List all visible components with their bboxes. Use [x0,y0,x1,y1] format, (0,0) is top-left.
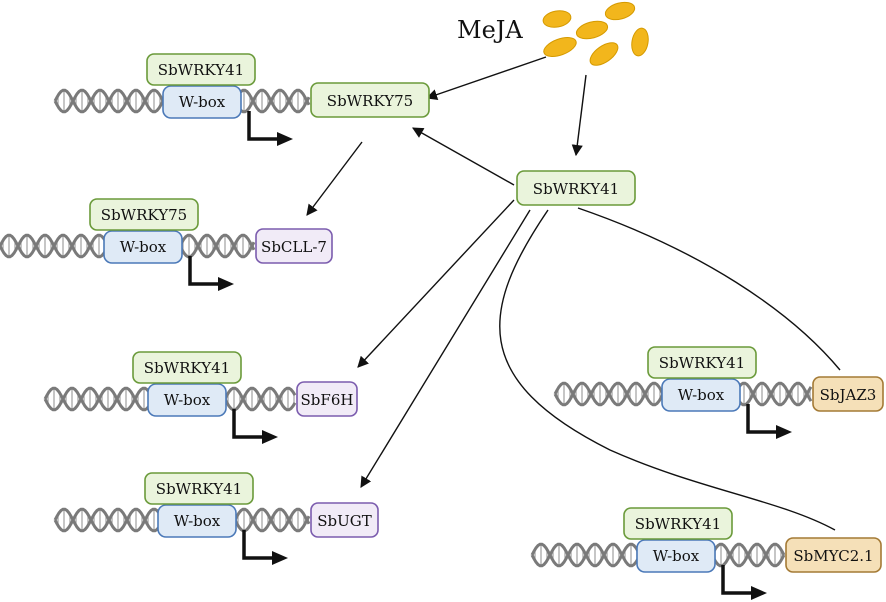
w-box-label: W-box [653,547,700,565]
target-gene-label: SbJAZ3 [820,386,877,404]
transcription-start-arrow-icon [721,565,753,595]
w-box-element [162,85,242,119]
transcription-factor-label: SbWRKY75 [101,206,187,224]
target-gene-label: SbF6H [301,391,354,409]
target-gene-label: SbMYC2.1 [793,547,873,565]
transcription-factor-box [647,346,757,379]
transcription-start-arrowhead-icon [751,586,767,600]
w-box-element [661,378,741,412]
sbwrky41-node-label: SbWRKY41 [533,180,619,198]
meja-to-wrky75-arrow [425,56,547,101]
transcription-factor-box [146,53,256,86]
target-gene-box [785,537,882,573]
target-gene-label: SbCLL-7 [261,238,327,256]
transcription-factor-label: SbWRKY41 [144,359,230,377]
promoter-cassettes: W-boxSbWRKY41W-boxSbWRKY75SbCLL-7W-boxSb… [0,53,884,600]
wrky41-to-ugt-arrow [360,209,531,488]
wrky41-jaz3-interaction-line [577,207,841,371]
transcription-start-arrowhead-icon [272,551,288,565]
w-box-element [157,504,237,538]
target-gene-label: SbUGT [317,512,372,530]
transcription-factor-label: SbWRKY41 [659,354,745,372]
wrky75-to-cll7-arrow [306,141,363,216]
meja-granules-icon [542,1,649,66]
w-box-element [147,383,227,417]
w-box-label: W-box [120,238,167,256]
w-box-element [636,539,716,573]
transcription-factor-label: SbWRKY41 [158,61,244,79]
meja-to-wrky41-arrow [571,74,587,157]
wrky41-to-wrky75-arrow [412,127,515,186]
transcription-start-arrowhead-icon [218,277,234,291]
w-box-label: W-box [678,386,725,404]
transcription-start-arrow-icon [746,404,778,434]
promoter-cassette: W-box SbWRKY41 [53,53,311,146]
target-gene-box [255,228,333,264]
transcription-start-arrow-icon [242,530,274,560]
w-box-label: W-box [174,512,221,530]
w-box-label: W-box [179,93,226,111]
transcription-start-arrow-icon [232,409,264,439]
transcription-start-arrowhead-icon [277,132,293,146]
transcription-factor-box [132,351,242,384]
wrky41-myc2-interaction-line [499,209,836,531]
w-box-element [103,230,183,264]
target-gene-box [296,381,358,417]
sbwrky75-node: SbWRKY75 [310,82,430,118]
meja-label: MeJA [457,16,523,44]
transcription-factor-box [623,507,733,540]
transcription-factor-label: SbWRKY41 [635,515,721,533]
wrky41-to-f6h-arrow [357,199,515,368]
transcription-start-arrowhead-icon [776,425,792,439]
regulation-arrows [306,56,841,531]
transcription-factor-box [144,472,254,505]
transcription-start-arrow-icon [247,111,279,141]
sbwrky41-node: SbWRKY41 [516,170,636,206]
target-gene-box [310,502,379,538]
transcription-factor-box [89,198,199,231]
transcription-start-arrowhead-icon [262,430,278,444]
transcription-start-arrow-icon [188,256,220,286]
transcription-factor-label: SbWRKY41 [156,480,242,498]
sbwrky75-node-label: SbWRKY75 [327,92,413,110]
target-gene-box [812,376,884,412]
w-box-label: W-box [164,391,211,409]
